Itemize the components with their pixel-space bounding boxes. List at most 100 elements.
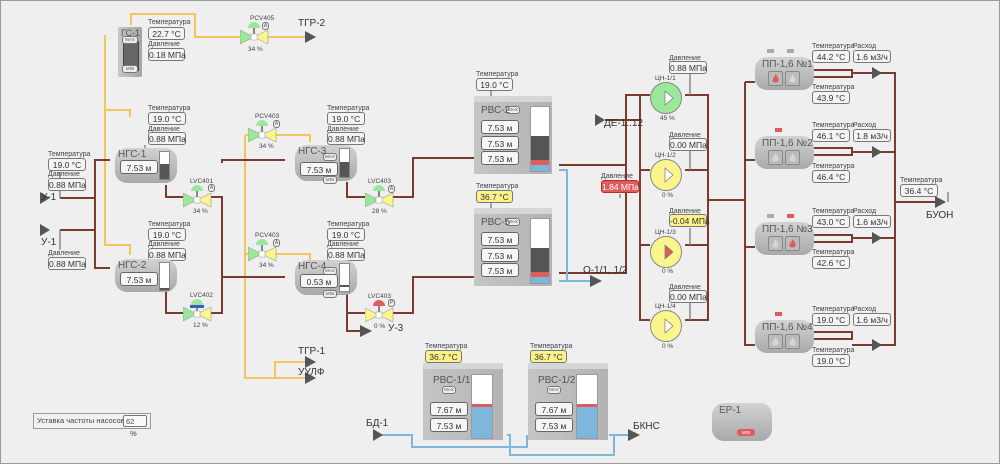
heater-flow: 1.6 м3/ч [853, 215, 891, 228]
heater-2[interactable] [755, 136, 814, 169]
heater-3[interactable] [755, 222, 814, 255]
heater-temp-in: 46.4 °C [812, 170, 850, 183]
er1-name: ЕР-1 [719, 405, 742, 416]
pcv405-name: PCV405 [250, 15, 275, 22]
arrow-bkns [628, 429, 640, 441]
ngs3-name: НГС-3 [298, 146, 327, 157]
pump-cn14[interactable] [650, 310, 682, 342]
ngs2-temp-label: Температура [148, 221, 191, 228]
ngs4-temperature: 19.0 °C [327, 228, 365, 241]
setpoint-value: 62 [126, 417, 135, 426]
lvc403b-name: LVC403 [368, 293, 392, 300]
lvc402-valve[interactable] [182, 299, 213, 328]
flow-arrows [40, 31, 946, 441]
inlet2-pressure-label: Давление [48, 250, 80, 257]
heater-temp-in-label: Температура [812, 347, 855, 354]
outlet-buon: БУОН [926, 210, 954, 221]
heater-4[interactable] [755, 320, 814, 353]
lvc403a-name: LVC403 [368, 178, 392, 185]
arrow-o11 [590, 275, 602, 287]
ngs1-level-bar [159, 151, 170, 180]
pcv403a-mode: A [273, 120, 280, 128]
flame-icon[interactable] [785, 236, 800, 251]
lvc403a-opening: 28 % [372, 208, 387, 215]
pump-frequency-setpoint: Уставка частоты насосов 62 % [33, 413, 151, 438]
rvs11-level-2: 7.53 м [430, 418, 468, 432]
heater-name: ПП-1,6 №2 [762, 138, 813, 149]
heater-temp-out: 43.0 °C [812, 215, 850, 228]
ngs1-temp-label: Температура [148, 105, 191, 112]
setpoint-input[interactable]: 62 % [123, 415, 147, 438]
heater-flow-label: Расход [853, 306, 877, 313]
inlet2-pressure: 0.88 МПа [48, 257, 86, 270]
pcv405-valve[interactable] [239, 22, 270, 51]
pcv403a-valve[interactable] [247, 120, 278, 149]
flame-icon[interactable] [785, 334, 800, 349]
inlet-temp-label: Температура [48, 151, 91, 158]
lvc401-valve[interactable] [182, 185, 213, 214]
pcv405-opening: 34 % [248, 46, 263, 53]
min-badge: MIN [323, 290, 337, 298]
heater-name: ПП-1,6 №1 [762, 59, 813, 70]
lvc403a-mode: A [388, 185, 395, 193]
arrow-heater4 [872, 339, 882, 351]
rvs5-level-1: 7.53 м [481, 232, 519, 246]
heater-flow: 1.8 м3/ч [853, 129, 891, 142]
ngs2-temperature: 19.0 °C [148, 228, 186, 241]
flame-icon[interactable] [768, 334, 783, 349]
pump2-pressure-label: Давление [669, 132, 701, 139]
ngs4-pressure-label: Давление [327, 241, 359, 248]
pump4-pressure: 0.00 МПа [669, 290, 707, 303]
rvs11-temperature: 36.7 °C [425, 350, 462, 363]
arrow-buon [935, 196, 946, 208]
max-badge: MAX [442, 386, 456, 394]
min-badge: MIN [323, 176, 337, 184]
outlet-tgr2: ТГР-2 [298, 18, 326, 29]
pcv405-mode: A [262, 22, 269, 30]
gs1-pressure: 0.18 МПа [148, 48, 186, 61]
heater-1[interactable] [755, 57, 814, 90]
pump-cn13[interactable] [650, 236, 682, 268]
ngs2-level-bar [159, 262, 170, 291]
heater-flow: 1.6 м3/ч [853, 50, 891, 63]
ngs3-pressure: 0.88 МПа [327, 132, 365, 145]
heater-temp-in: 43.9 °C [812, 91, 850, 104]
max-badge: MAX [547, 386, 561, 394]
gs1-temp-label: Температура [148, 19, 191, 26]
buon-temp-label: Температура [900, 177, 943, 184]
pcv403b-opening: 34 % [259, 262, 274, 269]
lvc403b-valve[interactable] [364, 300, 395, 329]
pump3-speed: 0 % [662, 268, 674, 275]
heater-burner-indicator [775, 312, 782, 316]
heater-temp-in-label: Температура [812, 249, 855, 256]
pcv403b-valve[interactable] [247, 239, 278, 268]
flame-icon[interactable] [785, 150, 800, 165]
arrow-heater2 [872, 146, 882, 158]
outlet-bkns: БКНС [633, 421, 660, 432]
max-badge: MAX [506, 106, 520, 114]
rvs2-temp-label: Температура [476, 71, 519, 78]
flame-icon[interactable] [785, 71, 800, 86]
header-pressure-label: Давление [601, 173, 633, 180]
ngs1-temperature: 19.0 °C [148, 112, 186, 125]
arrow-uulf [305, 372, 316, 384]
tank-er1[interactable]: MIN [712, 403, 772, 441]
heater-temp-in-label: Температура [812, 84, 855, 91]
heater-temp-out: 44.2 °C [812, 50, 850, 63]
flame-icon[interactable] [768, 236, 783, 251]
flame-icon[interactable] [768, 150, 783, 165]
pump-cn11[interactable] [650, 82, 682, 114]
gas-separator-gs1[interactable]: MAX MIN [118, 27, 142, 77]
pump3-name: ЦН-1/3 [655, 229, 676, 236]
rvs5-temperature: 36.7 °C [476, 190, 513, 203]
lvc403a-valve[interactable] [364, 185, 395, 214]
rvs5-level-bar [530, 218, 550, 284]
lvc403b-mode: P [388, 299, 395, 307]
heater-flow-label: Расход [853, 122, 877, 129]
pump-cn12[interactable] [650, 159, 682, 191]
rvs11-level-bar [471, 374, 493, 439]
lvc401-name: LVC401 [190, 178, 214, 185]
rvs2-temperature: 19.0 °C [476, 78, 513, 91]
flame-icon[interactable] [768, 71, 783, 86]
